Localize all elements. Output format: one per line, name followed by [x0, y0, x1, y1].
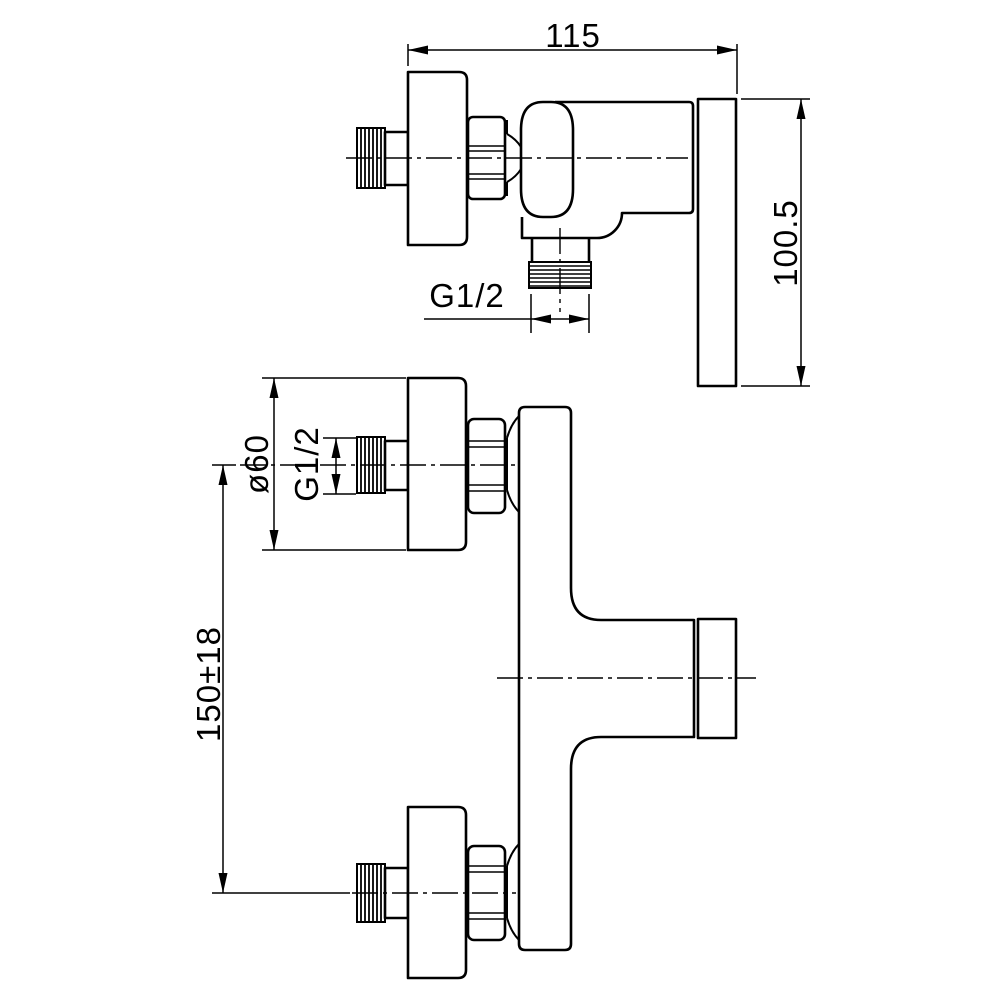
- escutcheon-top: [406, 376, 468, 552]
- handle-knob: [519, 100, 575, 219]
- side-view: 115 100.5 G1/2: [346, 17, 810, 388]
- dim-label-inlet-thread: G1/2: [288, 426, 325, 502]
- top-inlet: [356, 376, 520, 552]
- front-view: ø60 G1/2 150±18: [190, 376, 756, 980]
- arrow-left: [408, 45, 428, 55]
- valve-body-front: [517, 405, 696, 952]
- dimension-100-5: 100.5: [741, 98, 810, 387]
- hex-nut-flats-side: [469, 145, 504, 180]
- nut-flare-bottom: [506, 843, 520, 941]
- hex-nut-top: [466, 417, 507, 515]
- arrow-right: [717, 45, 737, 55]
- arrow-up: [331, 438, 341, 458]
- arrow-down: [269, 530, 279, 550]
- dimension-escutcheon-diameter: ø60: [238, 377, 406, 551]
- dim-label-100-5: 100.5: [767, 199, 804, 287]
- hex-nut-flats-top: [469, 440, 504, 492]
- dimension-inlet-spacing: 150±18: [190, 465, 228, 893]
- arrow-down: [218, 873, 228, 893]
- nut-flare-side: [506, 120, 522, 196]
- dim-label-dia60: ø60: [238, 434, 275, 494]
- dim-label-outlet-thread: G1/2: [429, 277, 505, 314]
- arrow-left: [531, 314, 551, 324]
- dim-label-115: 115: [545, 17, 601, 54]
- arrow-up: [796, 99, 806, 119]
- lever-plate-side: [696, 97, 738, 388]
- arrow-down: [331, 474, 341, 494]
- dimension-inlet-thread: G1/2: [288, 426, 356, 502]
- arrow-right: [569, 314, 589, 324]
- nut-flare-top: [506, 415, 520, 513]
- arrow-up: [269, 378, 279, 398]
- arrow-down: [796, 366, 806, 386]
- dim-label-inlet-spacing: 150±18: [190, 626, 227, 742]
- dimension-115: 115: [407, 17, 738, 94]
- dimension-outlet-thread: G1/2: [424, 277, 590, 333]
- valve-body-side: [520, 100, 695, 240]
- arrow-up: [218, 465, 228, 485]
- hex-nut-flats-bottom: [469, 865, 504, 920]
